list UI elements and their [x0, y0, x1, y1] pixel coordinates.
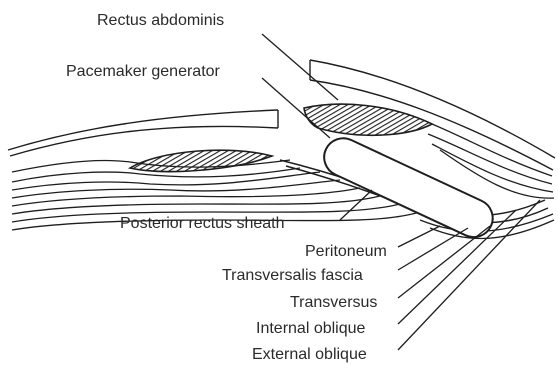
label-posterior-rectus-sheath: Posterior rectus sheath [120, 215, 285, 232]
label-transversalis-fascia: Transversalis fascia [222, 267, 363, 284]
pacemaker-generator [318, 132, 499, 243]
label-pacemaker-generator: Pacemaker generator [66, 63, 221, 80]
label-transversus: Transversus [290, 294, 377, 311]
leader-transversalis-fascia [398, 228, 468, 270]
rectus-abdominis-right-muscle [304, 104, 432, 135]
rectus-abdominis-left-muscle [130, 150, 272, 171]
label-peritoneum: Peritoneum [305, 243, 387, 260]
skin-layers-left [8, 110, 278, 156]
label-rectus-abdominis: Rectus abdominis [97, 12, 224, 29]
label-external-oblique: External oblique [252, 346, 367, 363]
leader-rectus-abdominis [262, 34, 338, 100]
leader-peritoneum [398, 226, 440, 247]
leader-posterior-rectus-sheath [340, 190, 372, 220]
label-internal-oblique: Internal oblique [256, 320, 366, 337]
